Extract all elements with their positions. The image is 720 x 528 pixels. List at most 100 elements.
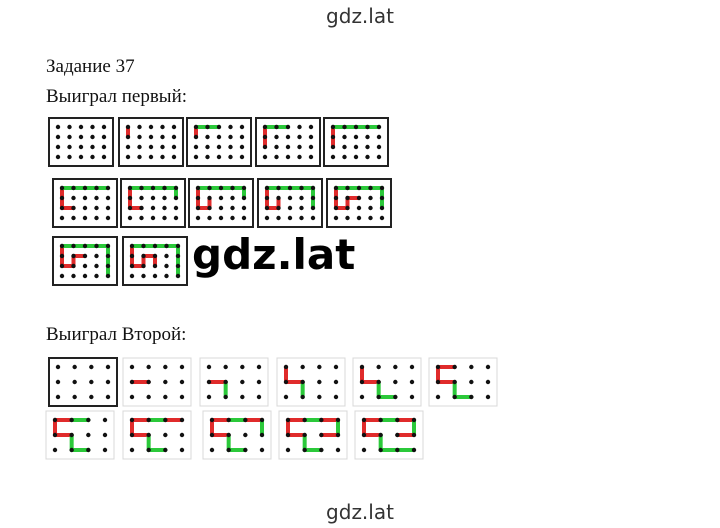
grid-dot [152,263,158,269]
grid-dot [262,134,268,140]
grid-dot [86,417,91,423]
grid-dot [152,273,158,279]
grid-dot [259,417,265,423]
grid-dot [395,417,400,423]
grid-dot [171,124,177,130]
game-diagram-12 [122,236,188,286]
first-wins-caption: Выиграл первый: [46,86,188,107]
grid-dot [152,243,158,249]
game-diagram-2 [118,117,184,167]
grid-dot [193,144,199,150]
grid-dot [129,417,135,423]
grid-dot [173,215,179,221]
grid-dot [299,185,304,191]
grid-dot [125,154,131,160]
grid-dot [230,215,235,221]
grid-dot [300,364,305,370]
watermark-middle: gdz.lat [188,230,360,280]
grid-dot [71,215,76,221]
grid-dot [378,432,383,438]
grid-dot [393,379,398,385]
grid-dot [90,134,95,140]
grid-dot [94,185,99,191]
grid-dot [209,447,215,453]
grid-dot [82,253,88,259]
grid-dot [376,144,382,150]
grid-dot [94,253,99,259]
grid-dot [239,144,245,150]
grid-dot [469,394,474,400]
grid-dot [82,215,88,221]
grid-dot [376,364,381,370]
grid-dot [129,243,135,249]
grid-dot [241,195,247,201]
grid-dot [129,253,135,259]
grid-dot [299,215,304,221]
grid-dot [317,364,322,370]
grid-dot [287,215,293,221]
grid-dot [125,144,131,150]
grid-dot [342,124,347,130]
grid-dot [262,124,268,130]
grid-dot [129,379,135,385]
grid-dot [376,154,382,160]
grid-dot [378,417,383,423]
grid-dot [365,134,370,140]
grid-dot [264,185,270,191]
grid-dot [193,134,199,140]
grid-dot [160,134,165,140]
grid-dot [105,195,111,201]
grid-dot [175,273,181,279]
grid-dot [71,205,76,211]
grid-dot [368,205,373,211]
grid-dot [353,154,359,160]
grid-dot [139,205,144,211]
grid-dot [230,195,235,201]
grid-dot [264,205,270,211]
grid-dot [67,124,72,130]
grid-dot [129,447,135,453]
grid-dot [297,124,302,130]
grid-dot [163,447,168,453]
grid-dot [105,215,111,221]
grid-dot [59,253,65,259]
grid-dot [361,432,367,438]
grid-dot [150,195,156,201]
grid-dot [179,379,185,385]
grid-dot [175,253,181,259]
grid-dot [345,205,350,211]
grid-dot [376,124,382,130]
grid-dot [395,447,400,453]
grid-dot [276,195,281,201]
grid-dot [243,447,248,453]
grid-dot [342,134,347,140]
grid-dot [359,364,365,370]
grid-dot [139,215,144,221]
grid-dot [146,417,151,423]
grid-dot [310,215,316,221]
grid-dot [71,243,76,249]
grid-dot [230,205,235,211]
grid-dot [452,394,457,400]
grid-dot [163,379,168,385]
grid-dot [148,144,154,150]
grid-dot [207,205,212,211]
grid-dot [152,253,158,259]
watermark-top: gdz.lat [326,4,394,28]
grid-dot [319,417,324,423]
grid-dot [276,215,281,221]
grid-dot [285,154,291,160]
grid-dot [256,394,262,400]
grid-dot [335,447,341,453]
grid-dot [173,195,179,201]
grid-dot [162,185,167,191]
game-diagram-5 [323,117,389,167]
grid-dot [105,379,111,385]
grid-dot [137,124,142,130]
grid-dot [228,124,233,130]
grid-dot [226,447,231,453]
game-diagram-3 [186,117,252,167]
grid-dot [395,432,400,438]
game-diagram-9 [202,410,272,460]
grid-dot [141,263,146,269]
